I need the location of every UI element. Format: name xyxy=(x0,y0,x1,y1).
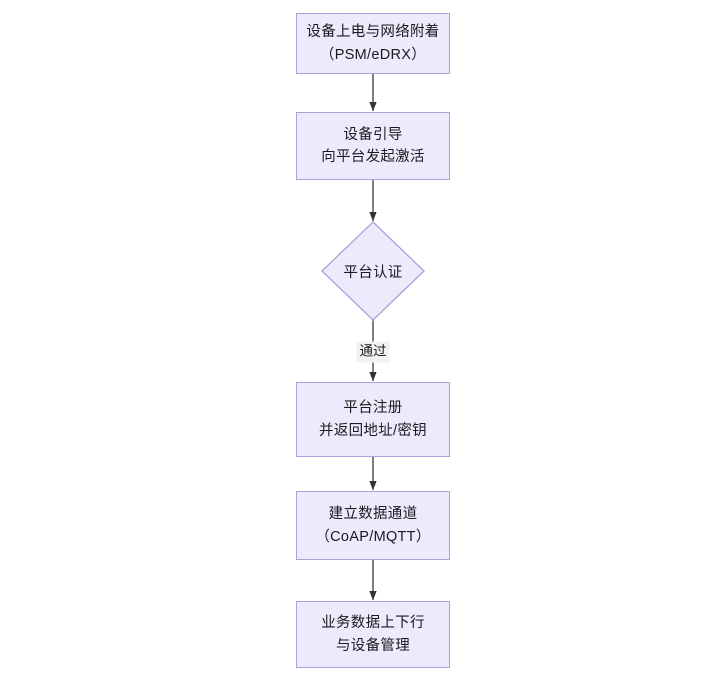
process-node-n6[interactable]: 业务数据上下行与设备管理 xyxy=(296,601,450,668)
decision-node-label: 平台认证 xyxy=(343,264,403,281)
process-node-line: 建立数据通道 xyxy=(328,506,418,523)
process-node-n2[interactable]: 设备引导向平台发起激活 xyxy=(296,112,450,180)
process-node-line: （PSM/eDRX） xyxy=(319,46,427,63)
decision-node-shape[interactable] xyxy=(321,221,425,321)
process-node-line: 设备引导 xyxy=(343,126,403,143)
process-node-n4[interactable]: 平台注册并返回地址/密钥 xyxy=(296,382,450,457)
process-node-line: 与设备管理 xyxy=(336,637,410,654)
process-node-n1[interactable]: 设备上电与网络附着 （PSM/eDRX） xyxy=(296,13,450,74)
process-node-line: 业务数据上下行 xyxy=(321,615,425,632)
decision-node-n3[interactable]: 平台认证 xyxy=(322,222,424,320)
process-node-line: 向平台发起激活 xyxy=(321,149,425,165)
process-node-line: 并返回地址/密钥 xyxy=(319,422,427,439)
process-node-line: 平台注册 xyxy=(343,400,403,417)
process-node-line: （CoAP/MQTT） xyxy=(315,528,431,545)
decision-shapes-layer xyxy=(321,221,425,321)
edge-label: 通过 xyxy=(356,341,390,363)
process-node-n5[interactable]: 建立数据通道 （CoAP/MQTT） xyxy=(296,491,450,560)
process-node-line: 设备上电与网络附着 xyxy=(306,24,440,41)
